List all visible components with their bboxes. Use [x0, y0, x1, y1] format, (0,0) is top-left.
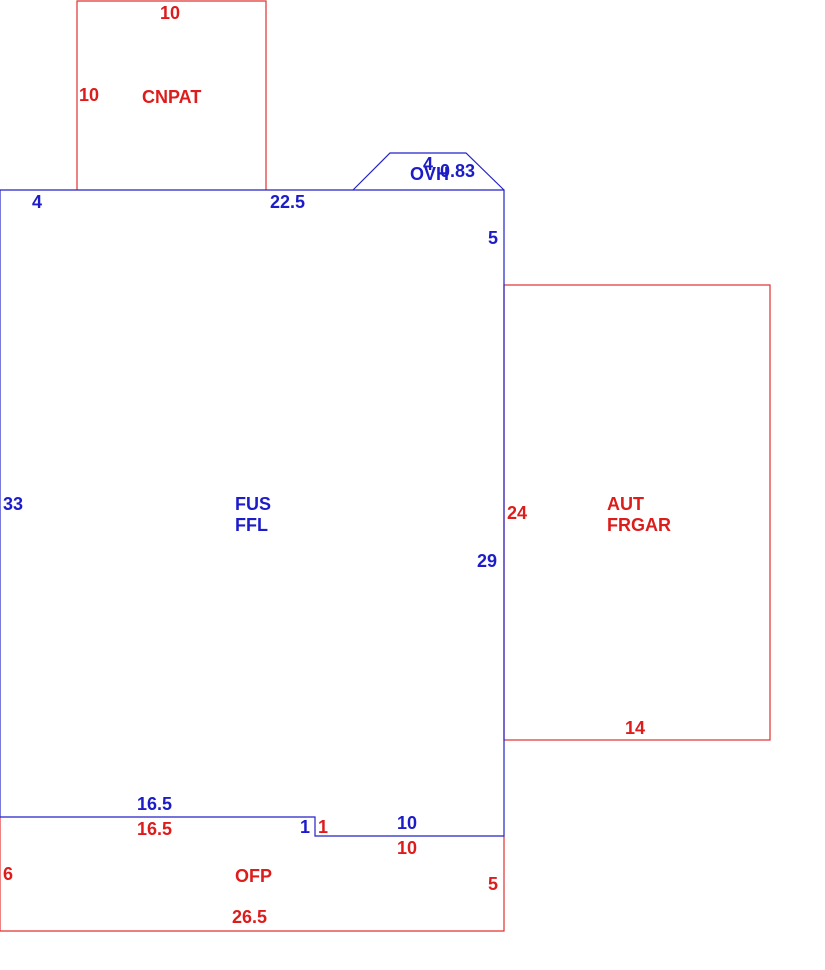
dim-main-bottom-right: 10 [397, 813, 417, 833]
ofp-outline [0, 817, 505, 932]
dim-main-top-mid: 22.5 [270, 192, 305, 212]
dim-ovh-side: 0.83 [440, 161, 475, 181]
dim-main-right-upper: 5 [488, 228, 498, 248]
dim-main-notch: 1 [300, 817, 310, 837]
label-ovh: OVH [410, 164, 449, 184]
dim-cnpat-top: 10 [160, 3, 180, 23]
label-frgar: FRGAR [607, 515, 671, 535]
label-aut: AUT [607, 494, 644, 514]
dim-ofp-bottom: 26.5 [232, 907, 267, 927]
dim-ofp-notch: 1 [318, 817, 328, 837]
label-cnpat: CNPAT [142, 87, 201, 107]
label-ffl: FFL [235, 515, 268, 535]
dim-garage-left: 24 [507, 503, 527, 523]
dim-ofp-right: 5 [488, 874, 498, 894]
dim-cnpat-left: 10 [79, 85, 99, 105]
dim-main-top-left: 4 [32, 192, 42, 212]
dim-main-left: 33 [3, 494, 23, 514]
dim-ofp-top-left: 16.5 [137, 819, 172, 839]
main-area-outline [0, 189, 505, 837]
label-fus: FUS [235, 494, 271, 514]
dim-ofp-left: 6 [3, 864, 13, 884]
dim-main-right-lower: 29 [477, 551, 497, 571]
dim-garage-bottom: 14 [625, 718, 645, 738]
dim-ovh-top: 4 [423, 154, 433, 174]
cnpat-outline [76, 0, 267, 190]
dim-main-bottom-left: 16.5 [137, 794, 172, 814]
dim-ofp-top-right: 10 [397, 838, 417, 858]
label-ofp: OFP [235, 866, 272, 886]
ovh-outline [352, 152, 505, 191]
